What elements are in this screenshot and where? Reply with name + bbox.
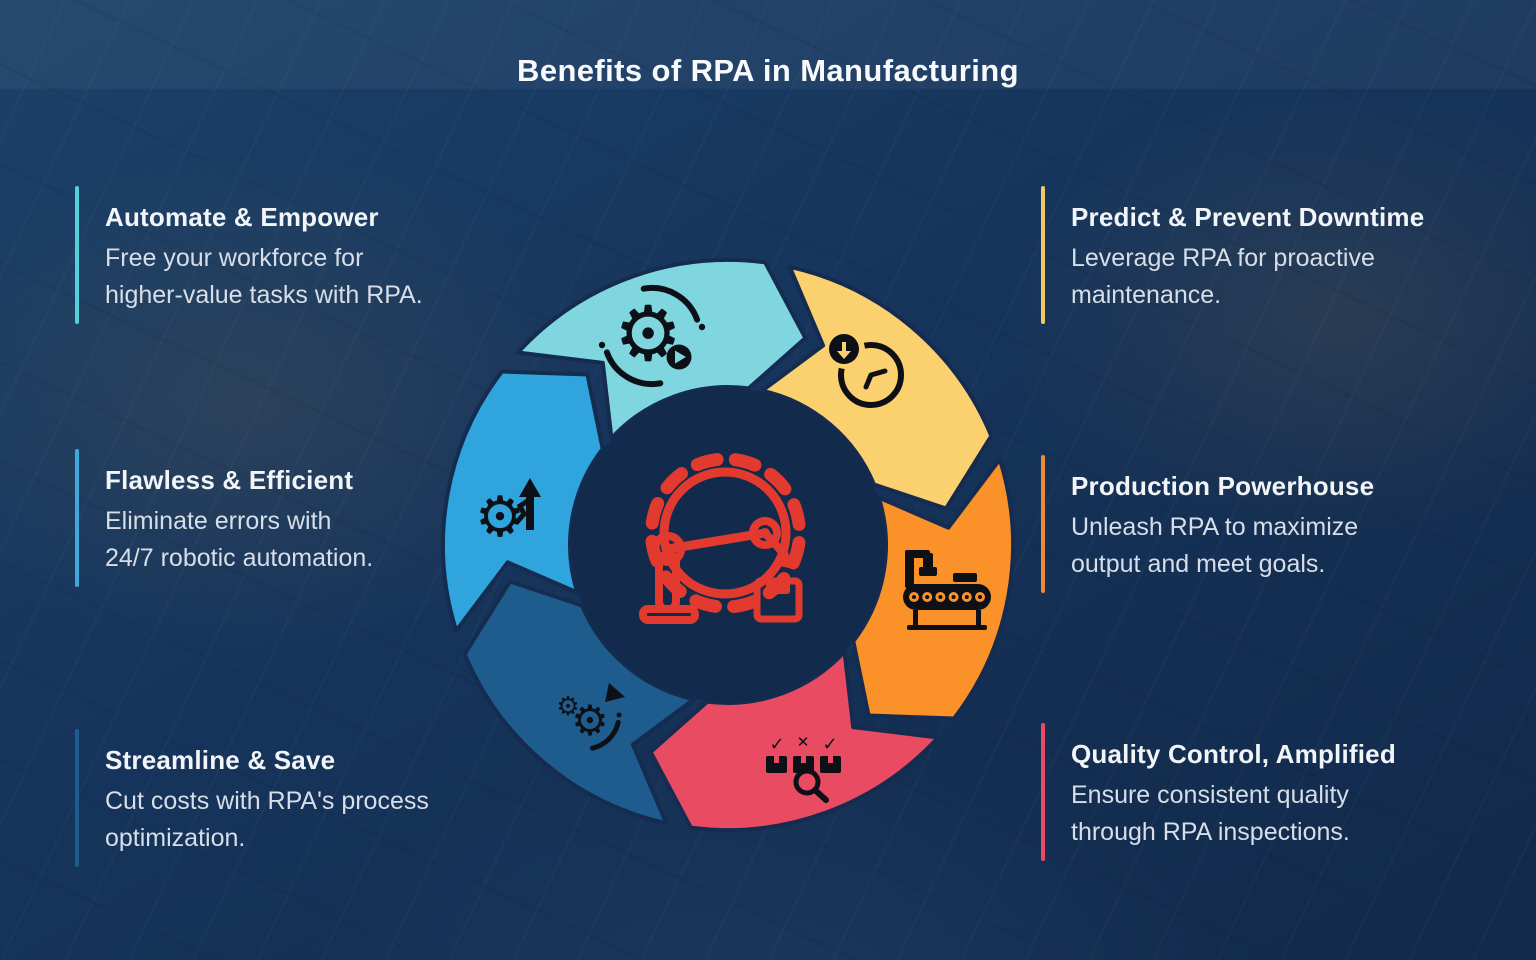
accent-bar — [1041, 455, 1045, 593]
benefit-body: Eliminate errors with 24/7 robotic autom… — [105, 507, 374, 572]
benefit-body: Cut costs with RPA's process optimizatio… — [105, 787, 429, 852]
inspection-icon: ✓ ✕ ✓ — [766, 733, 841, 803]
benefit-body: Ensure consistent quality through RPA in… — [1071, 781, 1350, 846]
benefit-heading: Production Powerhouse — [1071, 471, 1375, 501]
benefit-predict-prevent-downtime: Predict & Prevent Downtime Leverage RPA … — [1041, 186, 1424, 324]
accent-bar — [1041, 723, 1045, 861]
benefit-heading: Flawless & Efficient — [105, 465, 354, 495]
svg-text:✓: ✓ — [769, 734, 784, 755]
benefit-flawless-efficient: Flawless & Efficient Eliminate errors wi… — [75, 449, 373, 587]
cycle-segment-predictive-maintenance — [760, 264, 994, 511]
gear-refresh-icon: ⚙ — [598, 285, 706, 387]
gear-growth-icon: ⚙ — [475, 478, 541, 550]
svg-text:⚙: ⚙ — [556, 692, 579, 722]
benefit-heading: Quality Control, Amplified — [1071, 739, 1396, 769]
accent-bar — [1041, 186, 1045, 324]
benefit-body: Leverage RPA for proactive maintenance. — [1071, 244, 1375, 309]
svg-text:⚙: ⚙ — [475, 485, 525, 550]
benefit-quality-control-amplified: Quality Control, Amplified Ensure consis… — [1041, 723, 1396, 861]
svg-text:✕: ✕ — [797, 733, 810, 751]
benefit-production-powerhouse: Production Powerhouse Unleash RPA to max… — [1041, 455, 1374, 593]
page-title: Benefits of RPA in Manufacturing — [517, 52, 1019, 88]
robotic-arm-gear-icon — [639, 452, 807, 624]
accent-bar — [75, 729, 79, 867]
svg-text:⚙: ⚙ — [571, 696, 609, 745]
accent-bar — [75, 186, 79, 324]
benefit-automate-empower: Automate & Empower Free your workforce f… — [75, 186, 423, 324]
rpa-cycle-diagram: ⚙ ✓ ✕ ✓ — [441, 257, 1015, 833]
benefit-heading: Predict & Prevent Downtime — [1071, 202, 1425, 232]
benefit-body: Free your workforce for higher-value tas… — [105, 244, 423, 309]
benefit-body: Unleash RPA to maximize output and meet … — [1071, 513, 1359, 578]
cycle-hub — [571, 388, 885, 702]
gears-cycle-icon: ⚙ ⚙ — [548, 678, 625, 752]
history-clock-icon — [829, 334, 904, 408]
conveyor-line-icon — [903, 550, 991, 630]
benefit-heading: Automate & Empower — [105, 202, 379, 232]
cycle-segment-quality-inspection — [648, 649, 941, 833]
cycle-segment-process-optimization — [462, 579, 696, 826]
accent-bar — [75, 449, 79, 587]
benefit-heading: Streamline & Save — [105, 745, 336, 775]
svg-text:✓: ✓ — [822, 734, 837, 755]
benefit-streamline-save: Streamline & Save Cut costs with RPA's p… — [75, 729, 429, 867]
cycle-segment-automation — [515, 257, 808, 441]
